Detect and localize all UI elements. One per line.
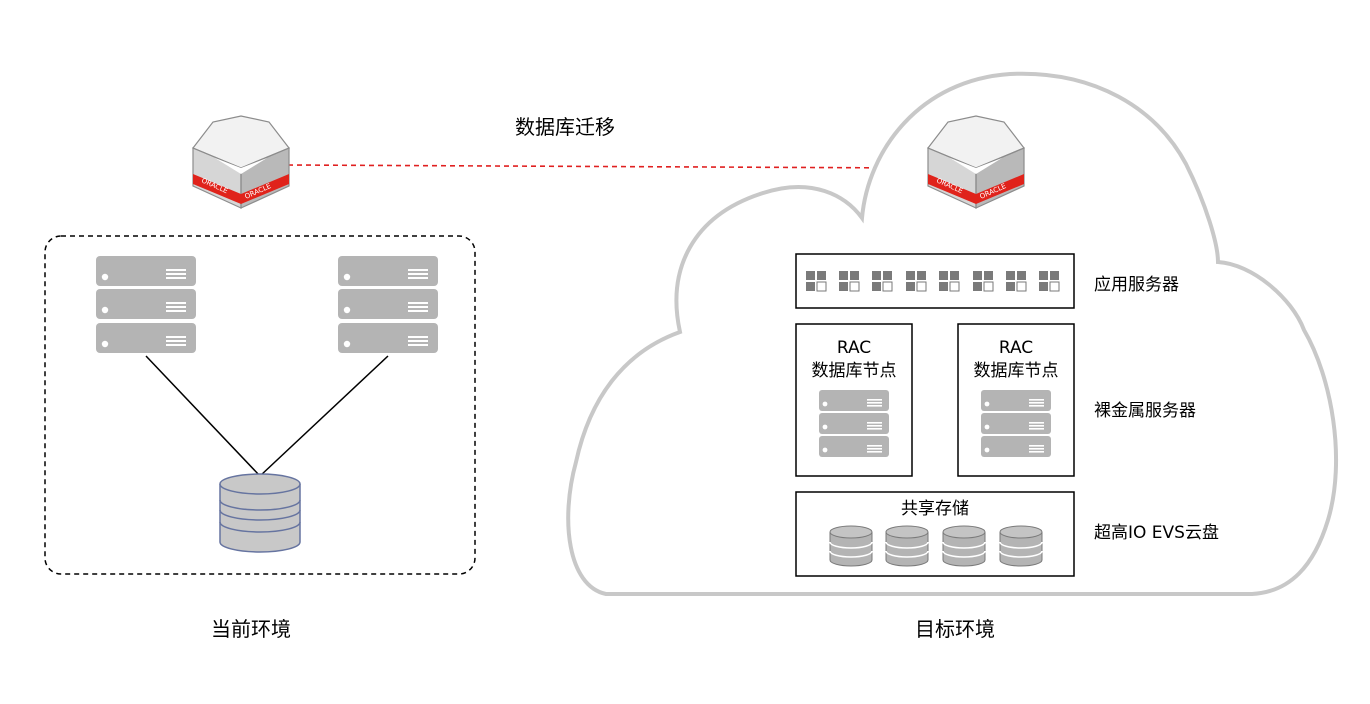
- current-env-label: 当前环境: [211, 617, 291, 641]
- rac-server-stack-2: [981, 390, 1051, 457]
- rac-node-title-2: RAC: [999, 338, 1033, 358]
- rac-node-subtitle-1: 数据库节点: [812, 361, 897, 381]
- cloud-shape: [566, 71, 1338, 596]
- disk-icon: [942, 525, 986, 567]
- evs-label: 超高IO EVS云盘: [1094, 523, 1219, 543]
- database-cylinder-icon: [219, 473, 301, 553]
- current-env-region: [44, 235, 476, 575]
- app-servers-label: 应用服务器: [1094, 275, 1179, 295]
- app-server-box: [795, 253, 1075, 309]
- disk-icon: [885, 525, 929, 567]
- rac-node-subtitle-2: 数据库节点: [974, 361, 1059, 381]
- bare-metal-label: 裸金属服务器: [1094, 401, 1196, 421]
- link-right-to-db: [259, 355, 389, 477]
- migration-arrow: [287, 164, 915, 169]
- server-stack-right: [338, 256, 438, 353]
- rac-server-stack-1: [819, 390, 889, 457]
- source-oracle-icon: ORACLE ORACLE: [192, 115, 290, 209]
- shared-storage-title: 共享存储: [901, 499, 969, 519]
- disk-icon: [829, 525, 873, 567]
- server-stack-left: [96, 256, 196, 353]
- target-oracle-icon: ORACLE ORACLE: [927, 115, 1025, 209]
- rac-node-title-1: RAC: [837, 338, 871, 358]
- link-left-to-db: [145, 355, 261, 477]
- disk-icon: [999, 525, 1043, 567]
- migration-label: 数据库迁移: [515, 115, 615, 139]
- target-env-label: 目标环境: [915, 617, 995, 641]
